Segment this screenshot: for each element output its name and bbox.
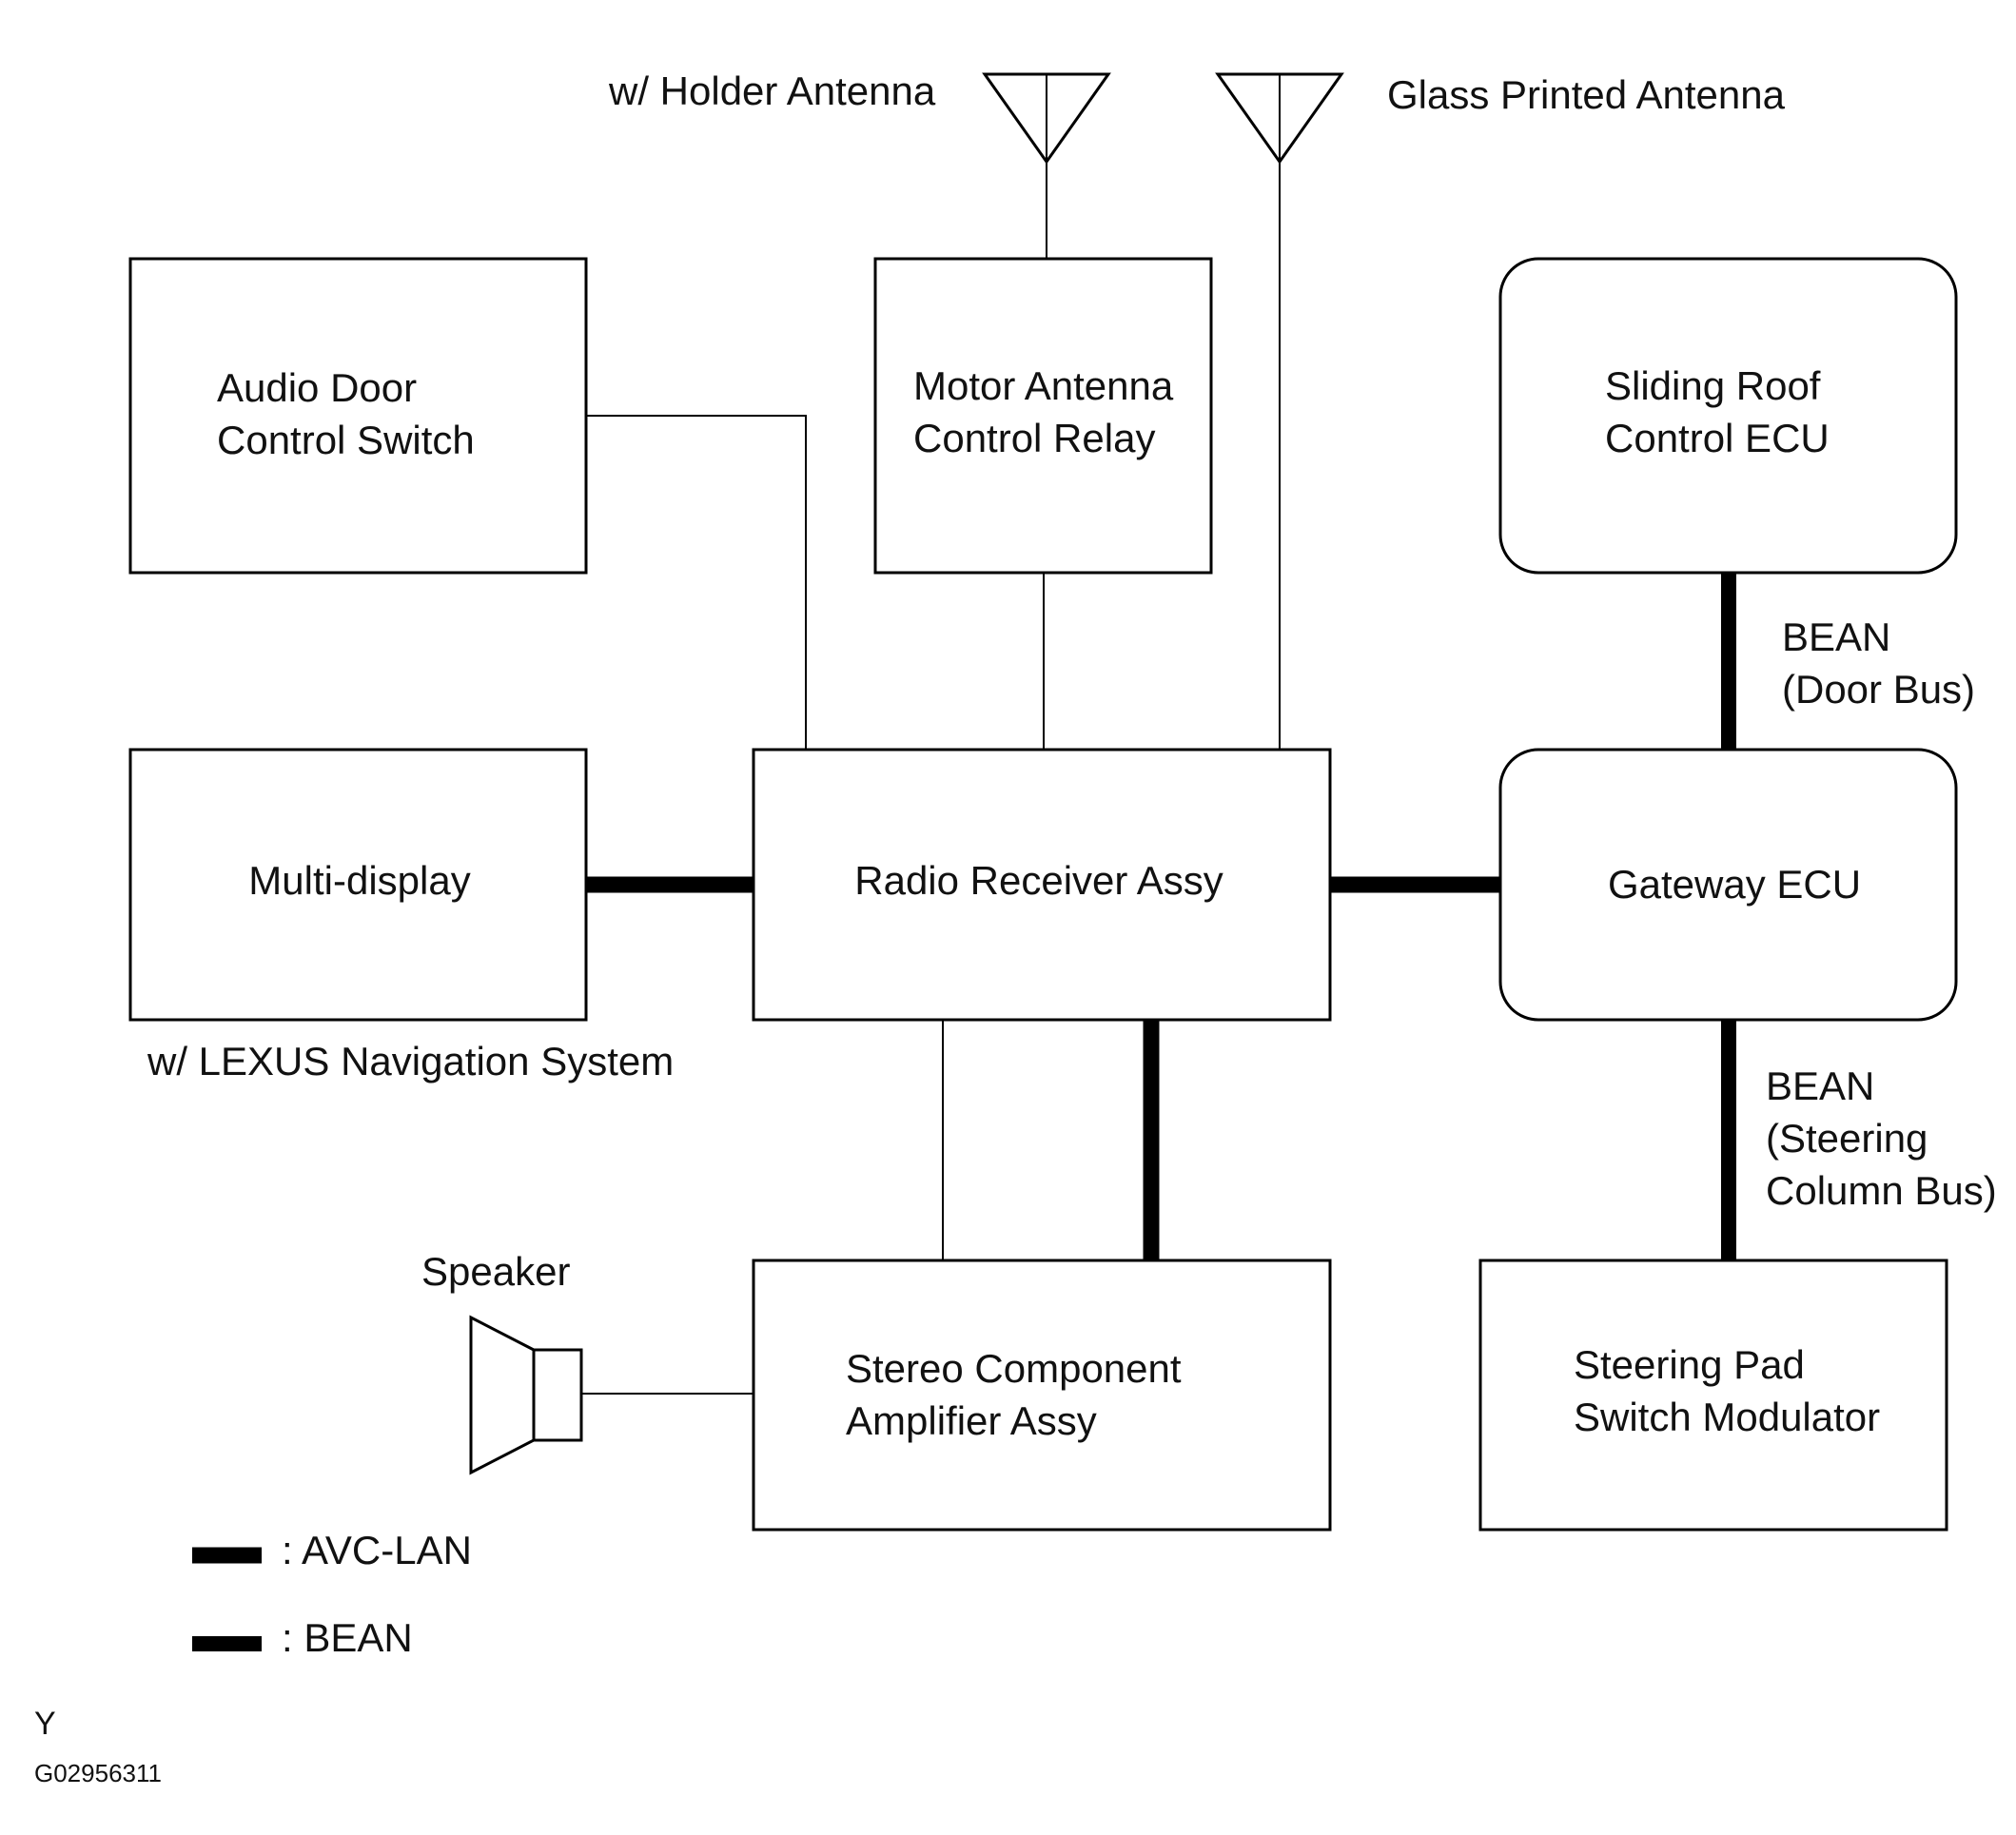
steering-pad-label-line2: Switch Modulator xyxy=(1574,1395,1880,1439)
stereo-amp-label-line1: Stereo Component xyxy=(846,1346,1182,1391)
steering-bus-label-line2: (Steering xyxy=(1766,1116,1928,1161)
stereo-amp-label-line2: Amplifier Assy xyxy=(846,1398,1097,1443)
audio-door-label-line1: Audio Door xyxy=(217,365,417,410)
signal-wires xyxy=(581,415,1045,1395)
steering-bus-label: BEAN (Steering Column Bus) xyxy=(1766,1064,1997,1213)
legend-bean-label: : BEAN xyxy=(282,1615,413,1660)
stereo-component-amplifier-box: Stereo Component Amplifier Assy xyxy=(752,1259,1332,1532)
steering-bus-label-line1: BEAN xyxy=(1766,1064,1874,1108)
sliding-roof-label-line2: Control ECU xyxy=(1605,416,1830,460)
door-bus-label: BEAN (Door Bus) xyxy=(1782,615,1975,712)
figure-id: G02956311 xyxy=(34,1759,162,1787)
multi-display-box: Multi-display xyxy=(128,748,588,1022)
steering-pad-switch-modulator-box: Steering Pad Switch Modulator xyxy=(1478,1259,1948,1532)
speaker-icon xyxy=(469,1315,583,1475)
code-letter: Y xyxy=(34,1706,56,1742)
multi-display-label: Multi-display xyxy=(248,858,470,903)
motor-antenna-label-line2: Control Relay xyxy=(913,416,1155,460)
gateway-ecu-label: Gateway ECU xyxy=(1608,862,1861,907)
door-bus-label-line2: (Door Bus) xyxy=(1782,667,1975,712)
radio-receiver-assy-box: Radio Receiver Assy xyxy=(752,748,1332,1022)
legend: : AVC-LAN : BEAN xyxy=(192,1528,472,1660)
sliding-roof-label-line1: Sliding Roof xyxy=(1605,363,1821,408)
holder-antenna-label: w/ Holder Antenna xyxy=(608,68,936,113)
glass-antenna-symbol xyxy=(1215,72,1344,750)
navigation-system-note: w/ LEXUS Navigation System xyxy=(147,1039,674,1083)
gateway-ecu-box: Gateway ECU xyxy=(1498,748,1958,1022)
door-bus-label-line1: BEAN xyxy=(1782,615,1890,659)
steering-bus-label-line3: Column Bus) xyxy=(1766,1168,1997,1213)
sliding-roof-control-ecu-box: Sliding Roof Control ECU xyxy=(1498,257,1958,575)
audio-door-label-line2: Control Switch xyxy=(217,418,475,462)
motor-antenna-control-relay-box: Motor Antenna Control Relay xyxy=(873,257,1213,575)
glass-antenna-label: Glass Printed Antenna xyxy=(1387,72,1786,117)
speaker-label: Speaker xyxy=(421,1249,570,1294)
audio-door-control-switch-box: Audio Door Control Switch xyxy=(128,257,588,575)
motor-antenna-label-line1: Motor Antenna xyxy=(913,363,1174,408)
legend-avc-lan-label: : AVC-LAN xyxy=(282,1528,472,1572)
radio-receiver-label: Radio Receiver Assy xyxy=(854,858,1223,903)
steering-pad-label-line1: Steering Pad xyxy=(1574,1342,1805,1387)
holder-antenna-symbol xyxy=(982,72,1111,259)
